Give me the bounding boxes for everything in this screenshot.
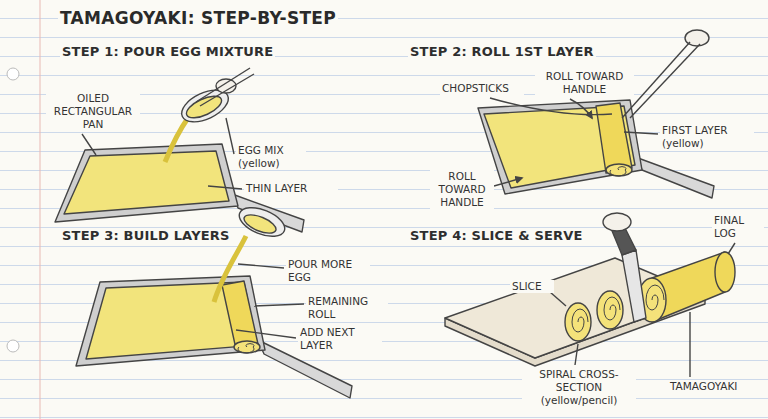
callout-label: REMAINING ROLL xyxy=(306,295,388,321)
leader-line xyxy=(624,132,658,134)
punch-hole xyxy=(7,68,19,80)
slice-spiral xyxy=(572,309,588,332)
callout-label: ROLL TOWARD HANDLE xyxy=(535,70,634,96)
pan xyxy=(76,276,265,366)
callout-label: FINAL LOG xyxy=(712,214,764,240)
callout-label: OILED RECTANGULAR PAN xyxy=(46,92,140,131)
pan-floor xyxy=(64,151,229,214)
knife-blade xyxy=(622,250,646,322)
egg-roll xyxy=(222,281,258,349)
callout-label: THIN LAYER xyxy=(244,182,338,195)
pan-handle xyxy=(638,158,714,198)
leader-line xyxy=(226,118,234,154)
pan-floor xyxy=(86,282,257,359)
diagram-title: TAMAGOYAKI: STEP-BY-STEP xyxy=(58,8,338,29)
bowl xyxy=(235,202,288,242)
leader-line xyxy=(575,344,578,365)
leader-line xyxy=(208,186,242,189)
leader-line xyxy=(236,330,296,338)
callout-label: ADD NEXT LAYER xyxy=(298,326,382,352)
callout-label: SPIRAL CROSS-SECTION (yellow/pencil) xyxy=(522,368,636,407)
pan xyxy=(478,100,642,194)
leader-line xyxy=(82,134,96,155)
bowl-egg xyxy=(242,211,279,237)
egg-stream xyxy=(165,118,188,162)
chopstick xyxy=(196,68,250,102)
slice xyxy=(565,303,591,341)
leader-line xyxy=(494,178,522,186)
roll-spiral xyxy=(610,167,626,176)
step-heading: STEP 4: SLICE & SERVE xyxy=(408,228,585,244)
roll-end xyxy=(234,341,260,353)
callout-label: POUR MORE EGG xyxy=(286,258,370,284)
log-spiral xyxy=(646,285,664,310)
callout-label: TAMAGOYAKI xyxy=(668,380,762,393)
callout-label: SLICE xyxy=(510,280,554,293)
leader-line xyxy=(254,304,304,306)
callout-label: EGG MIX (yellow) xyxy=(236,144,306,170)
leader-line xyxy=(490,98,612,115)
callout-label: ROLL TOWARD HANDLE xyxy=(430,170,494,209)
punch-hole xyxy=(7,340,19,352)
leader-line xyxy=(238,264,284,268)
step-heading: STEP 2: ROLL 1ST LAYER xyxy=(408,44,596,60)
roll-arrow xyxy=(570,99,592,118)
step-heading: STEP 3: BUILD LAYERS xyxy=(60,228,232,244)
roll-spiral xyxy=(238,344,254,353)
step-heading: STEP 1: POUR EGG MIXTURE xyxy=(60,44,275,60)
leader-line xyxy=(689,312,690,377)
margin-line xyxy=(40,0,41,419)
leader-line xyxy=(550,292,566,306)
slice xyxy=(597,291,623,329)
egg-stream xyxy=(214,236,246,302)
slice-spiral xyxy=(604,297,620,320)
callout-label: CHOPSTICKS xyxy=(440,82,524,95)
leader-line xyxy=(728,243,735,254)
callout-label: FIRST LAYER (yellow) xyxy=(660,124,754,150)
hand xyxy=(603,213,631,231)
roll-end xyxy=(606,164,632,176)
log-far-end xyxy=(715,252,735,292)
pan xyxy=(55,144,238,222)
chopstick xyxy=(630,44,700,118)
chopstick xyxy=(200,74,254,106)
